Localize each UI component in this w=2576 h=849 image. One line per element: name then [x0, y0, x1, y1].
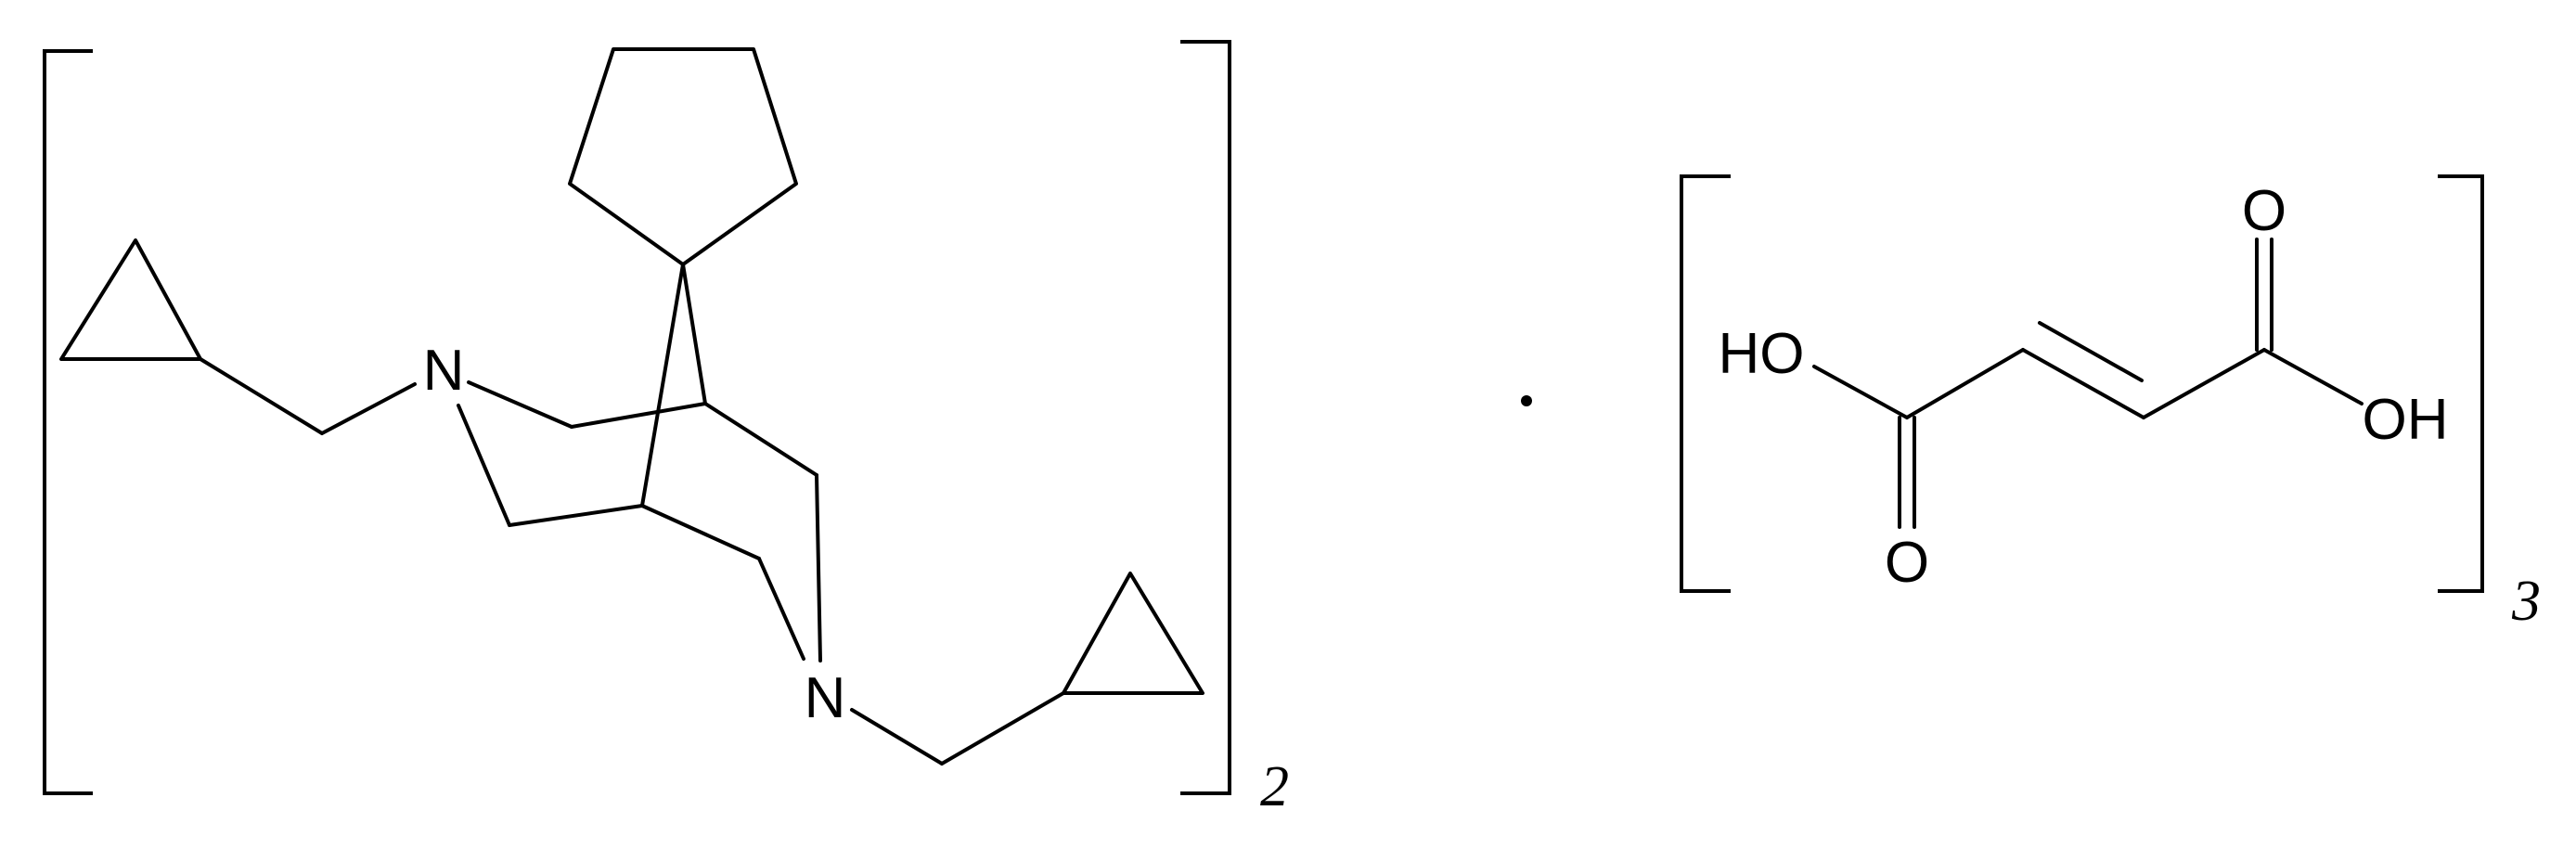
left-multiplier: 2: [1260, 755, 1289, 818]
fumaric-acid-molecule: HO OH O O: [1719, 179, 2449, 595]
atom-n2-label: N: [805, 666, 846, 730]
bond-ch2d-c5: [508, 504, 644, 527]
bond-n1-ch2-left: [320, 382, 417, 435]
cyclopropyl-right: [1062, 572, 1204, 695]
cyclopentane-ring: [568, 47, 798, 266]
bond-ch2b-ch2c: [815, 473, 822, 662]
bond-spiro-c5: [640, 263, 685, 508]
cyclopropyl-left: [59, 238, 202, 361]
salt-separator-dot: [1521, 395, 1532, 406]
right-bracket: [1680, 174, 2484, 593]
bond-n1-ch2d: [457, 404, 511, 527]
bond-c1-c2: [1905, 348, 2025, 419]
right-multiplier: 3: [2511, 570, 2541, 633]
bond-spiro-c1: [681, 263, 707, 405]
atom-o-top-label: O: [2242, 179, 2286, 243]
bond-ch2a-c1: [570, 402, 707, 429]
bond-c3-c4: [2142, 348, 2266, 419]
bond-n1-ch2a: [467, 380, 573, 429]
atom-n1-label: N: [423, 339, 465, 403]
atom-ho-label: HO: [1719, 322, 1805, 386]
bond-ch2-cp-left: [199, 357, 324, 435]
bond-c1-ch2b: [703, 402, 818, 477]
bond-n2-ch2-right: [850, 708, 944, 765]
bond-ch2e-n2: [757, 557, 805, 661]
atom-o-bottom-label: O: [1885, 531, 1929, 595]
bond-c2-c3-inner: [2038, 321, 2144, 382]
bond-c2-c3: [2021, 348, 2145, 419]
atom-oh-label: OH: [2363, 388, 2449, 452]
bond-c5-ch2e: [640, 504, 761, 560]
bond-ho-c1: [1812, 365, 1909, 419]
left-bracket: [43, 40, 1231, 795]
bond-ch2-cp-right: [940, 691, 1065, 765]
bond-c4-oh: [2262, 348, 2363, 405]
diazabicyclo-molecule: N N: [59, 47, 1204, 765]
